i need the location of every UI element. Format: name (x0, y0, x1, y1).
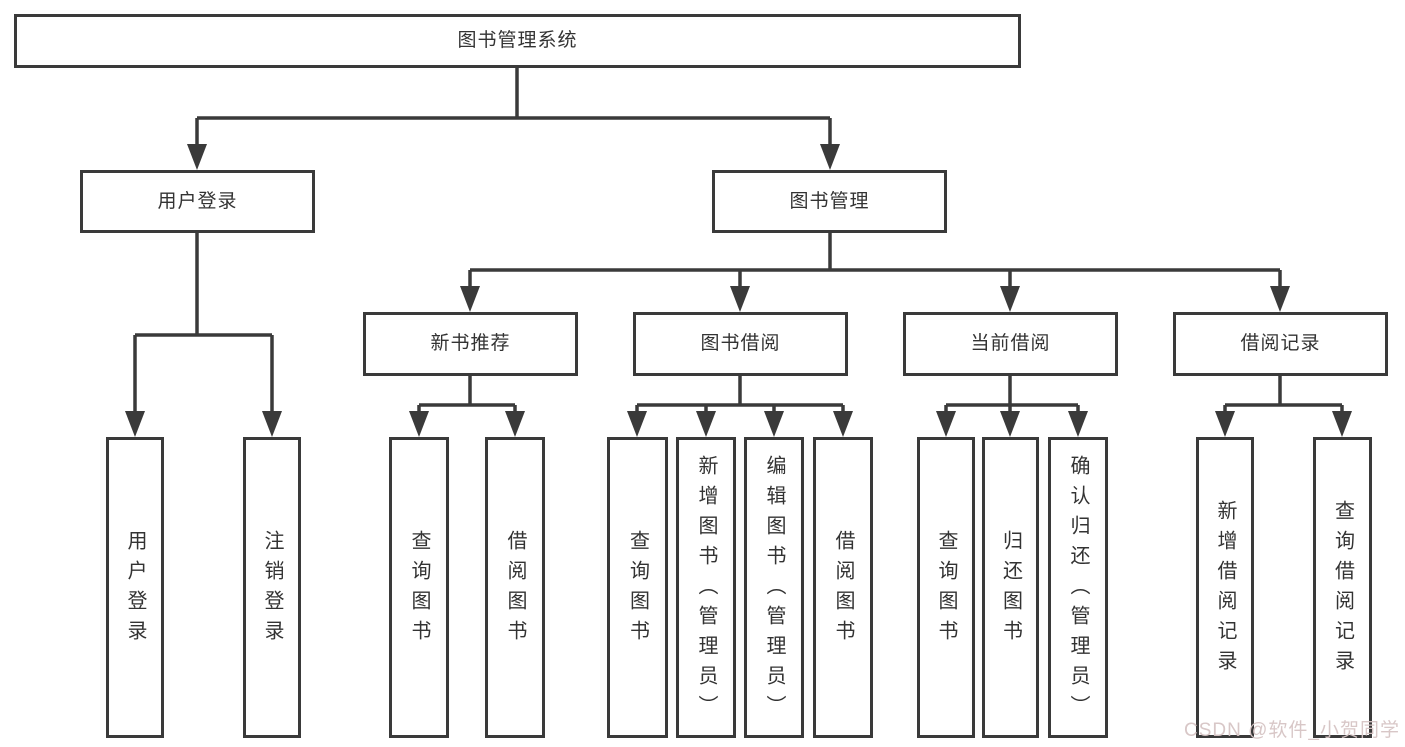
leaf-borrow-books: 借阅图书 (813, 437, 873, 738)
node-book-borrow: 图书借阅 (633, 312, 848, 376)
leaf-logout: 注销登录 (243, 437, 301, 738)
leaf-user-login: 用户登录 (106, 437, 164, 738)
leaf-add-books-admin: 新增图书（管理员） (676, 437, 736, 738)
leaf-borrow-books-recommend: 借阅图书 (485, 437, 545, 738)
leaf-query-books-borrow: 查询图书 (607, 437, 668, 738)
node-user-login-branch: 用户登录 (80, 170, 315, 233)
leaf-query-books-current: 查询图书 (917, 437, 975, 738)
leaf-confirm-return-admin: 确认归还（管理员） (1048, 437, 1108, 738)
csdn-watermark: CSDN @软件_小贺同学 (1184, 720, 1400, 741)
node-book-management-branch: 图书管理 (712, 170, 947, 233)
node-root-system: 图书管理系统 (14, 14, 1021, 68)
leaf-return-books: 归还图书 (982, 437, 1039, 738)
node-new-book-recommend: 新书推荐 (363, 312, 578, 376)
node-current-borrow: 当前借阅 (903, 312, 1118, 376)
leaf-edit-books-admin: 编辑图书（管理员） (744, 437, 804, 738)
node-borrow-records: 借阅记录 (1173, 312, 1388, 376)
leaf-query-borrow-record: 查询借阅记录 (1313, 437, 1372, 738)
leaf-query-books-recommend: 查询图书 (389, 437, 449, 738)
leaf-add-borrow-record: 新增借阅记录 (1196, 437, 1254, 738)
